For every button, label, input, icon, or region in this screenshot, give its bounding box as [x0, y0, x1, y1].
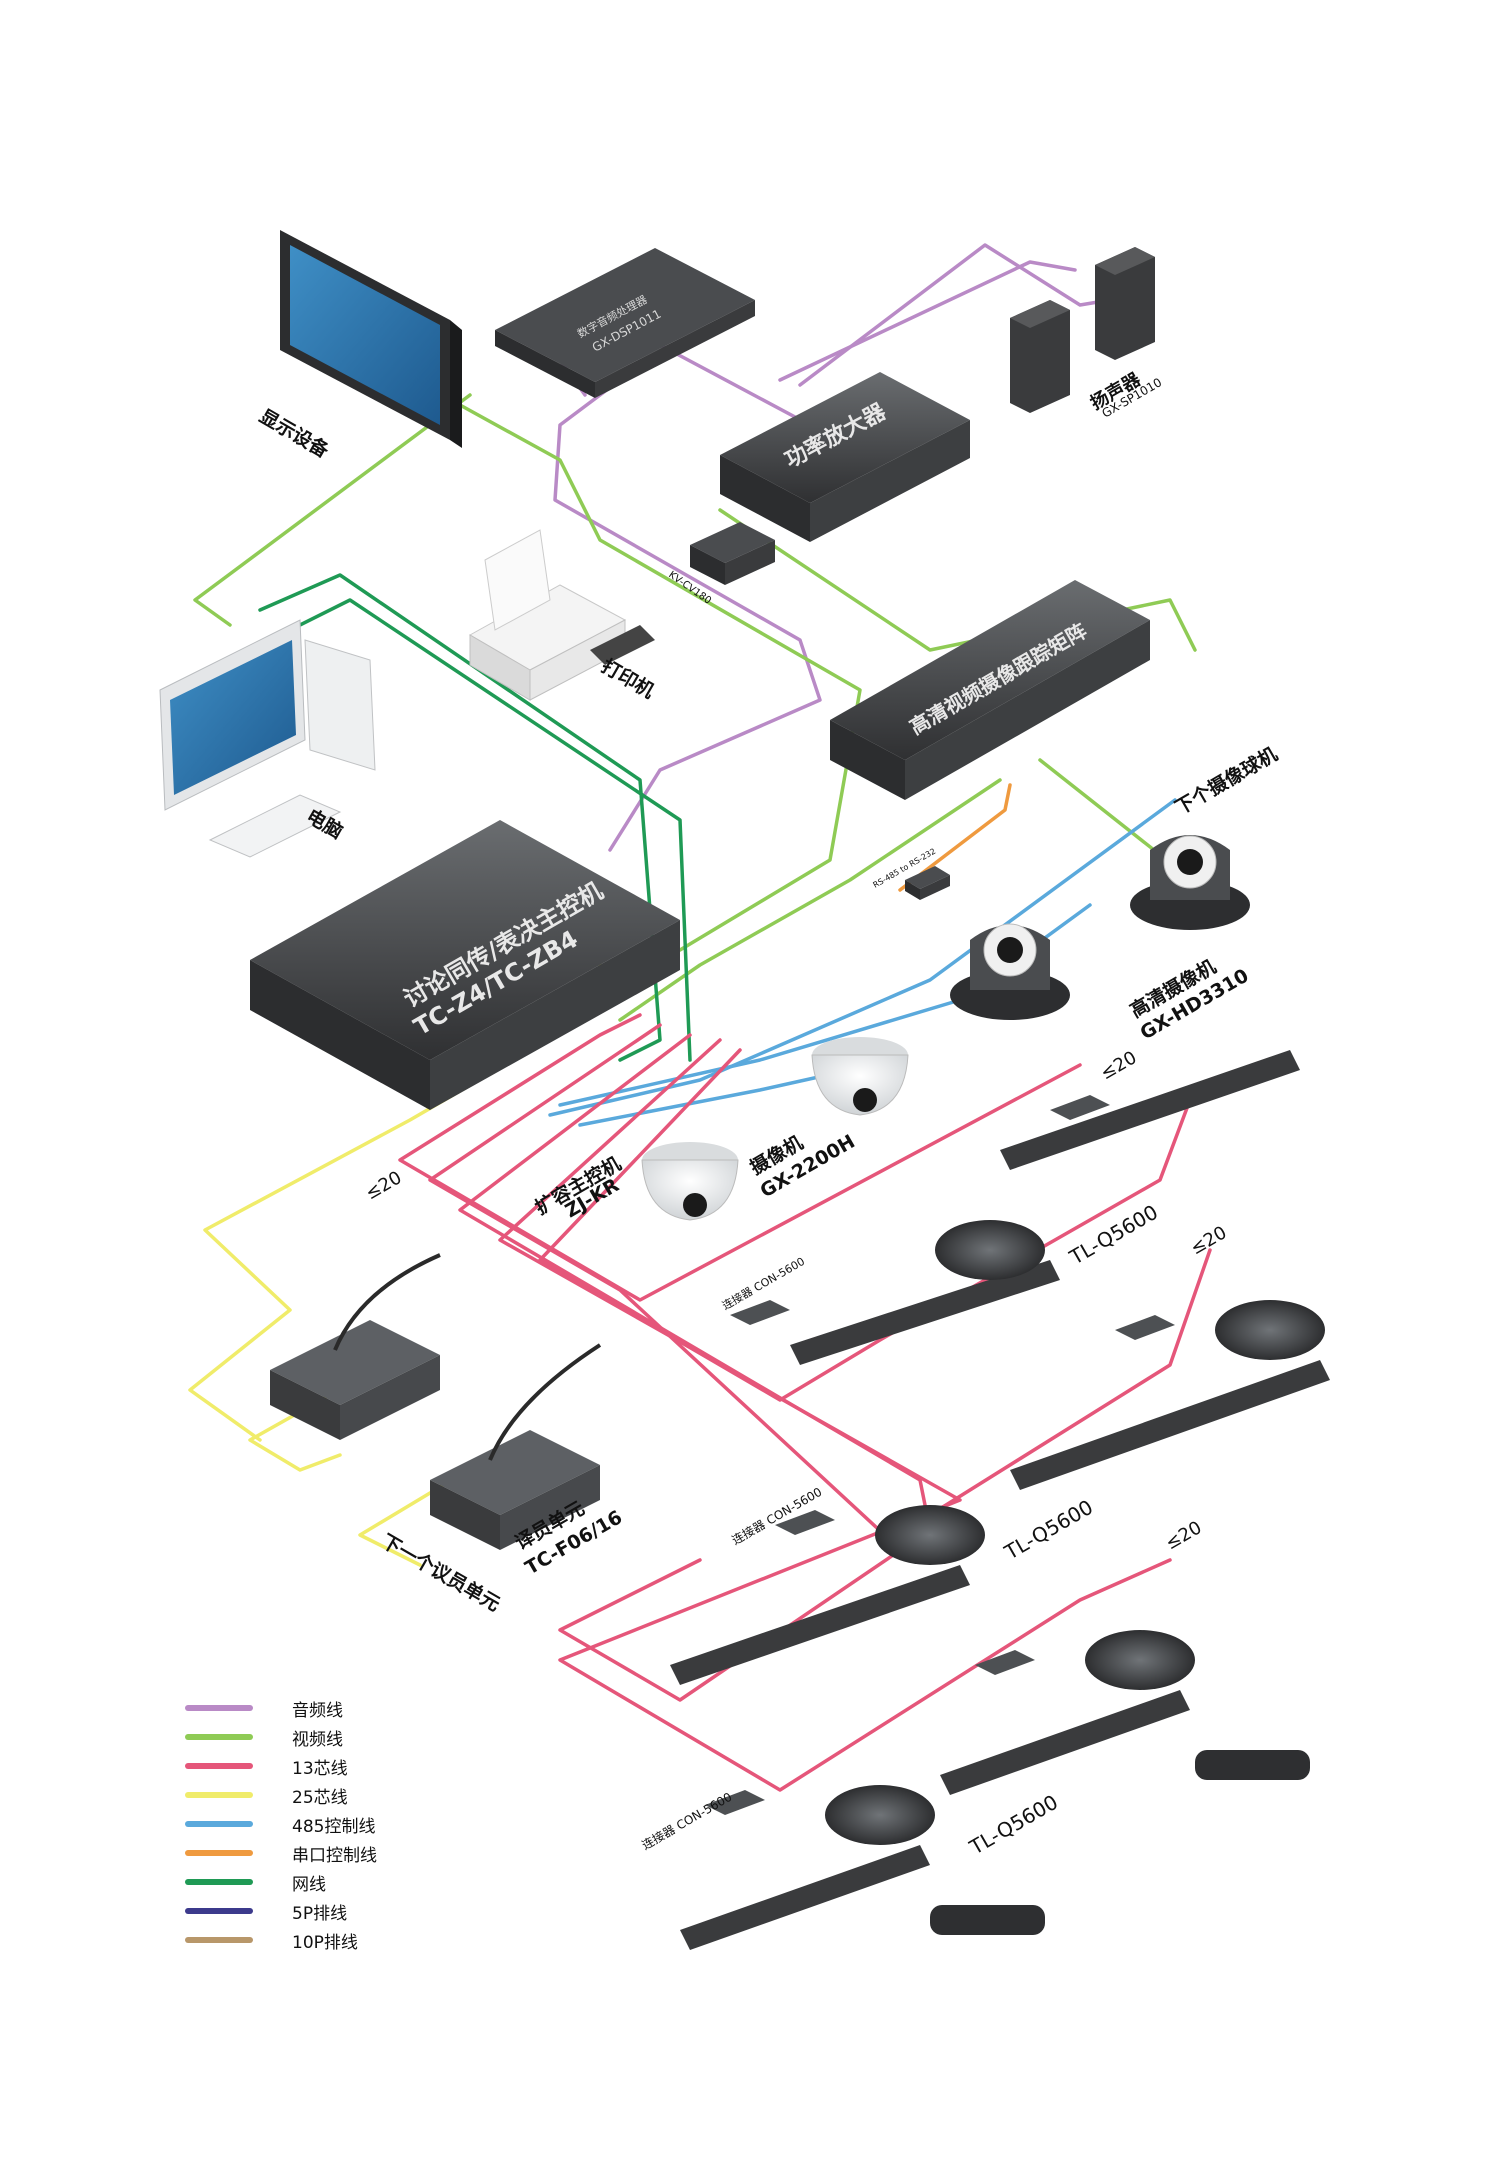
legend-row-audio: 音频线	[185, 1695, 445, 1724]
legend-row-core25: 25芯线	[185, 1782, 445, 1811]
main-controller-device	[250, 820, 680, 1110]
hd-camera-1	[1130, 835, 1250, 930]
le20-label-d: ≤20	[1162, 1517, 1205, 1554]
legend-text-10p: 10P排线	[292, 1933, 358, 1953]
legend-swatch-core13	[185, 1763, 253, 1769]
legend-text-core13: 13芯线	[292, 1759, 348, 1779]
network-cable-main-2	[268, 598, 692, 1062]
computer-device	[159, 619, 376, 858]
legend-swatch-network	[185, 1879, 253, 1885]
con-5600-label-3: 连接器 CON-5600	[639, 1789, 734, 1853]
legend-text-rs485: 485控制线	[292, 1817, 376, 1837]
le20-label-a: ≤20	[1097, 1047, 1140, 1084]
legend-row-serial: 串口控制线	[185, 1840, 445, 1869]
legend-text-5p: 5P排线	[292, 1904, 348, 1924]
legend-swatch-video	[185, 1734, 253, 1740]
legend-swatch-core25	[185, 1792, 253, 1798]
dsp-device	[495, 248, 755, 398]
matrix-device	[830, 580, 1150, 800]
delegate-unit-4	[670, 1505, 985, 1685]
legend-row-10p: 10P排线	[185, 1927, 445, 1956]
legend: 音频线 视频线 13芯线 25芯线 485控制线 串口控制线 网线 5P排线 1…	[185, 1695, 445, 1956]
video-cable-matrix-main	[618, 778, 1002, 1022]
cables	[188, 243, 1232, 1792]
audio-cable-dsp-amp	[658, 343, 812, 427]
delegate-unit-2	[730, 1220, 1060, 1365]
rs-converter-device	[905, 866, 950, 900]
legend-row-5p: 5P排线	[185, 1898, 445, 1927]
core13-cable-4	[498, 1038, 1172, 1792]
speaker-left	[1010, 300, 1070, 413]
printer-device	[468, 529, 655, 701]
legend-text-network: 网线	[292, 1875, 326, 1895]
audio-cable-amp-speaker1	[778, 260, 1077, 382]
display-label: 显示设备	[256, 404, 334, 462]
amplifier-device	[720, 372, 970, 542]
tl-q5600-label-1: TL-Q5600	[1065, 1200, 1162, 1270]
core13-cable-5	[538, 1048, 1192, 1402]
delegate-unit-5	[940, 1630, 1310, 1795]
legend-swatch-rs485	[185, 1821, 253, 1827]
display-device	[280, 230, 462, 448]
next-camera-label: 下个摄像球机	[1171, 742, 1281, 819]
interpreter-unit-2	[430, 1343, 602, 1550]
legend-row-rs485: 485控制线	[185, 1811, 445, 1840]
rs485-cable-next-camera	[548, 798, 1177, 1117]
network-cable-computer-main	[258, 573, 662, 1062]
legend-text-serial: 串口控制线	[292, 1846, 377, 1866]
tl-q5600-label-3: TL-Q5600	[965, 1790, 1062, 1860]
core25-cable-interp-next	[358, 1473, 462, 1567]
legend-swatch-audio	[185, 1705, 253, 1711]
legend-row-video: 视频线	[185, 1724, 445, 1753]
video-cable-display-main	[458, 403, 862, 952]
dome-camera-1	[811, 1037, 909, 1116]
video-cable-display-computer	[193, 393, 472, 627]
legend-swatch-serial	[185, 1850, 253, 1856]
hd-camera-2	[950, 923, 1070, 1020]
audio-cable-dsp-main	[553, 363, 822, 852]
core25-cable-interp-loop	[248, 1393, 342, 1472]
printer-label: 打印机	[598, 654, 659, 702]
legend-text-audio: 音频线	[292, 1701, 343, 1721]
legend-swatch-10p	[185, 1937, 253, 1943]
delegate-unit-3	[1010, 1300, 1330, 1490]
le20-label-b: ≤20	[362, 1167, 405, 1204]
core13-cable-2	[428, 1023, 1212, 1542]
delegate-unit-1	[1000, 1050, 1300, 1170]
legend-text-core25: 25芯线	[292, 1788, 348, 1808]
delegate-unit-6	[680, 1785, 1045, 1950]
tl-q5600-label-2: TL-Q5600	[1000, 1495, 1097, 1565]
converter-top-device	[690, 522, 775, 585]
interpreter-unit-1	[270, 1253, 441, 1440]
serial-cable-converter-matrix	[898, 783, 1012, 892]
speaker-right	[1095, 247, 1155, 360]
core13-cable-1	[398, 1013, 1082, 1302]
dome-camera-2	[641, 1142, 739, 1221]
legend-text-video: 视频线	[292, 1730, 343, 1750]
legend-row-network: 网线	[185, 1869, 445, 1898]
legend-row-core13: 13芯线	[185, 1753, 445, 1782]
legend-swatch-5p	[185, 1908, 253, 1914]
